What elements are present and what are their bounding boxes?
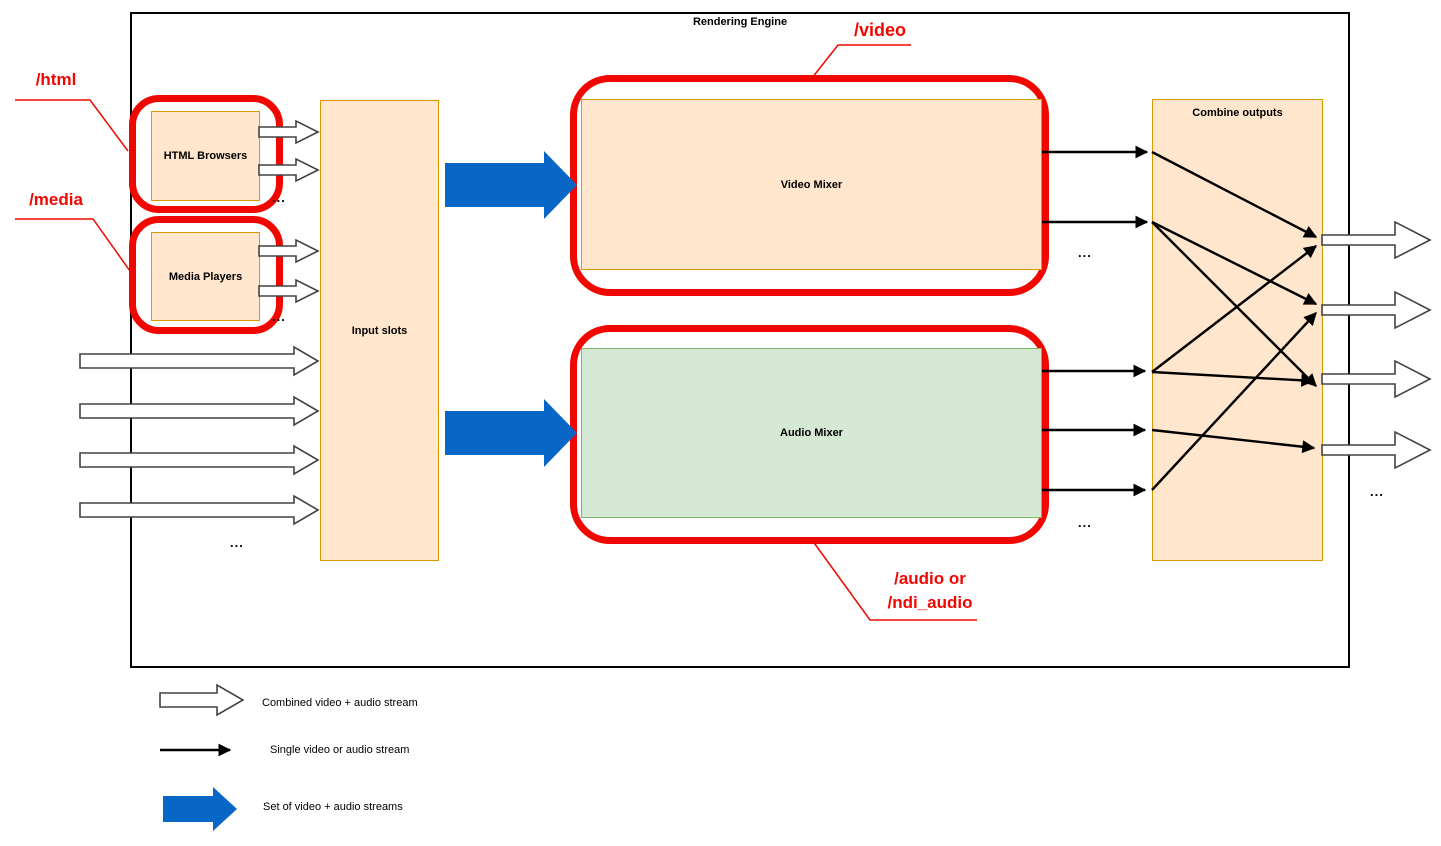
rendering-engine-title: Rendering Engine xyxy=(692,16,788,28)
html-browsers-node: HTML Browsers xyxy=(151,111,260,201)
legend-stream-set-label: Set of video + audio streams xyxy=(263,801,403,813)
video-streams-more-ellipsis: ... xyxy=(1078,245,1092,260)
html-callout-line xyxy=(15,99,129,152)
inputs-more-ellipsis: ... xyxy=(230,535,244,550)
combine-outputs-node: Combine outputs xyxy=(1152,99,1323,561)
input-slots-node: Input slots xyxy=(320,100,439,561)
audio-mixer-label: Audio Mixer xyxy=(780,427,843,439)
media-players-node: Media Players xyxy=(151,232,260,321)
legend-hollow-arrow-icon xyxy=(159,683,245,717)
html-browsers-label: HTML Browsers xyxy=(163,150,248,162)
legend-single-stream-label: Single video or audio stream xyxy=(270,744,410,756)
media-callout-line xyxy=(15,218,131,272)
outputs-more-ellipsis: ... xyxy=(1370,484,1384,499)
legend-combined-stream-label: Combined video + audio stream xyxy=(262,697,418,709)
video-mixer-node: Video Mixer xyxy=(581,99,1042,270)
audio-annotation: /audio or /ndi_audio xyxy=(855,567,1005,615)
html-browsers-highlight xyxy=(129,95,283,213)
video-mixer-label: Video Mixer xyxy=(780,178,843,191)
rendering-engine-box xyxy=(130,12,1350,668)
legend-solid-arrow-icon xyxy=(163,787,237,831)
html-more-ellipsis: ... xyxy=(272,190,286,205)
video-annotation: /video xyxy=(853,20,906,40)
media-players-label: Media Players xyxy=(168,270,243,283)
audio-streams-more-ellipsis: ... xyxy=(1078,515,1092,530)
media-annotation: /media xyxy=(29,190,83,209)
audio-annotation-line1: /audio or xyxy=(894,569,966,588)
html-annotation: /html xyxy=(35,70,77,89)
input-slots-label: Input slots xyxy=(351,324,408,337)
media-players-highlight xyxy=(129,216,283,334)
media-more-ellipsis: ... xyxy=(272,309,286,324)
audio-mixer-node: Audio Mixer xyxy=(581,348,1042,518)
combine-outputs-label: Combine outputs xyxy=(1192,107,1283,119)
audio-annotation-line2: /ndi_audio xyxy=(887,593,973,612)
